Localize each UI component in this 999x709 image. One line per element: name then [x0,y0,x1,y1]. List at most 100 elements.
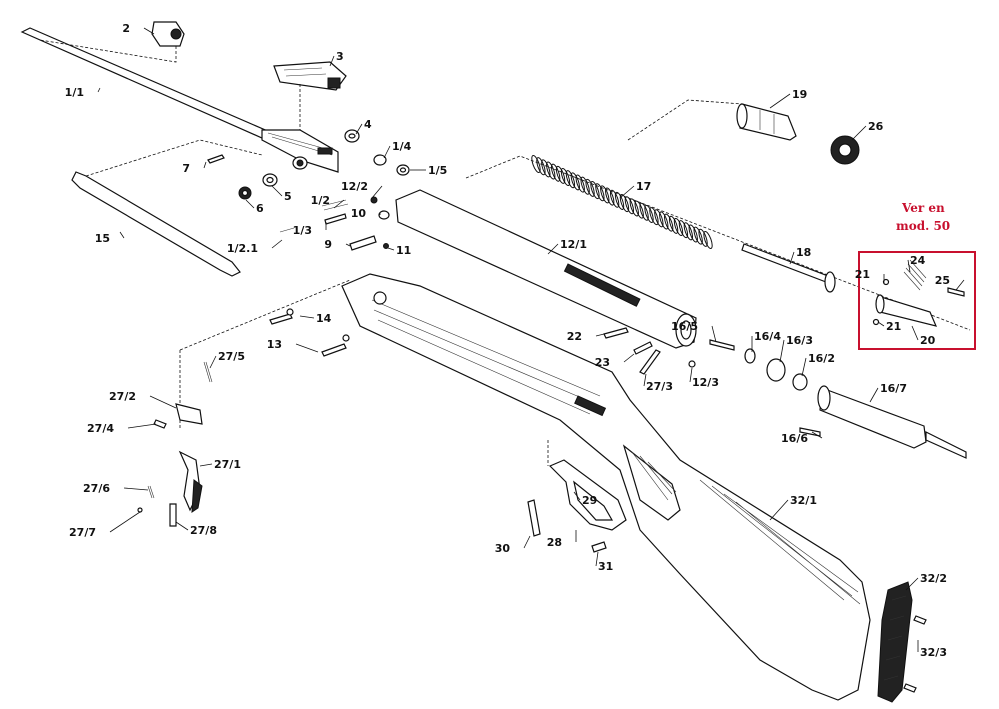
butt-plate [877,581,927,703]
leader-line [955,279,965,291]
mod50-parts [872,259,965,327]
leader-line [711,325,717,343]
part-label-p2: 2 [122,22,130,35]
part-label-p1_5: 1/5 [428,164,447,177]
part-label-p30: 30 [495,542,511,555]
spring-coil [659,211,669,230]
part-label-p23: 23 [595,356,610,369]
leader-line [851,125,867,141]
leader-line [595,333,605,337]
barrel [20,27,339,173]
part-label-p17: 17 [636,180,651,193]
leader-line [371,185,383,199]
leader-line [689,367,693,383]
part-label-p20: 20 [920,334,936,347]
part-label-p9: 9 [324,238,332,251]
part-label-p1_1: 1/1 [65,86,84,99]
spring-coil [668,215,679,234]
part-label-p16_2: 16/2 [808,352,835,365]
spring-coil [678,220,689,239]
leader-line [271,185,283,197]
leader-line [199,463,213,467]
spring-coil [546,161,556,180]
leader-line [623,353,635,363]
leader-line [387,247,395,251]
spring-coil [639,202,649,221]
part-label-p12_1: 12/1 [560,238,587,251]
part-label-p5: 5 [284,190,292,203]
small-washers [207,129,410,200]
leader-line [109,511,141,533]
spring-coil [683,222,694,241]
spring-coil [614,191,625,210]
leader-line [271,239,283,249]
leader-line [595,551,599,567]
leader-line [877,321,885,327]
spring-coil [673,217,684,236]
annotation-line1: Ver en [901,201,945,215]
spring-coil [550,163,561,182]
rear-sight [273,61,347,130]
spring-coil [654,209,664,228]
leader-line [203,161,207,169]
leader-line [149,395,177,409]
leader-line [907,259,911,273]
spring-coil [664,213,674,232]
spring-coil [649,207,659,226]
part-label-p27_1: 27/1 [214,458,241,471]
part-label-p28: 28 [547,536,562,549]
trigger-guard [527,440,627,553]
spring-coil [600,185,610,204]
leader-line [329,55,335,67]
part-label-p18: 18 [796,246,811,259]
mod50-highlight-box [858,251,976,350]
spring-coil [585,178,595,197]
spring-coil [575,174,585,193]
leader-line [905,577,919,591]
stock [341,273,871,701]
part-label-p10: 10 [351,207,367,220]
leader-line [573,491,581,501]
leader-line [811,431,823,439]
part-label-p27_8: 27/8 [190,524,217,537]
part-label-p22: 22 [567,330,582,343]
part-label-p27_2: 27/2 [109,390,136,403]
part-label-p12_3: 12/3 [692,376,719,389]
leader-line [643,373,647,387]
spring-coil [703,230,713,250]
spring-coil [605,187,615,206]
spring-coil [560,168,571,187]
spring-coil [688,224,698,243]
part-label-p24: 24 [910,254,926,267]
part-label-p4: 4 [364,118,372,131]
part-label-p16_7: 16/7 [880,382,907,395]
leader-line [911,325,919,341]
spring-coil [698,228,708,247]
spring-coil [595,183,605,202]
part-label-p27_6: 27/6 [83,482,110,495]
part-label-p1_2: 1/2 [311,194,330,207]
part-label-p16_6: 16/6 [781,432,808,445]
part-label-p16_4: 16/4 [754,330,781,343]
leader-line [345,243,351,247]
leader-line [869,387,879,403]
part-label-p16_5: 16/5 [671,320,698,333]
front-sight [39,21,185,63]
spring-coil [693,226,703,245]
part-label-p32_1: 32/1 [790,494,817,507]
part-label-p13: 13 [267,338,282,351]
part-label-p7: 7 [182,162,190,175]
annotation-line2: mod. 50 [896,219,950,233]
barrel-pins [279,196,390,251]
part-label-p21a: 21 [855,268,870,281]
spring-coil [619,194,630,213]
spring-coil [570,172,580,191]
spring-coil [531,154,541,174]
spring-coil [580,176,590,195]
spring-coil [555,165,566,184]
part-label-p32_2: 32/2 [920,572,947,585]
leader-line [123,487,149,491]
leader-line [619,185,635,199]
